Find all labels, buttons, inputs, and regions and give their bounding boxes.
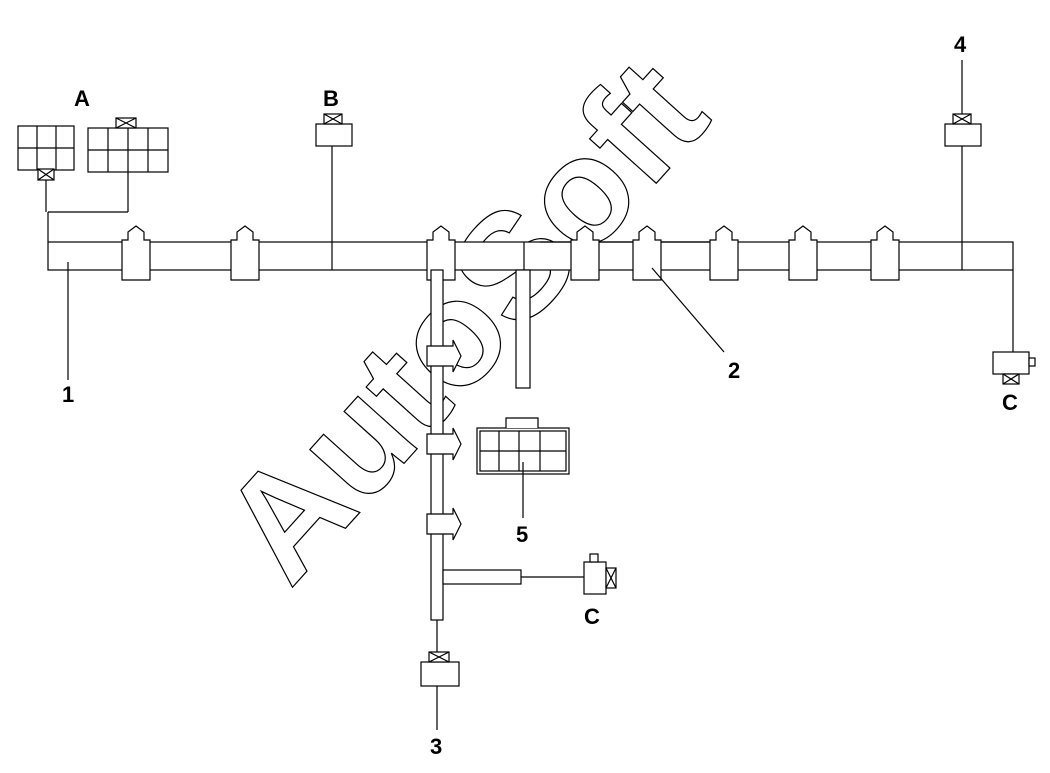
connector-4 (944, 60, 982, 270)
main-harness-clips (121, 225, 900, 281)
side-clip (426, 507, 462, 541)
side-clip (426, 339, 462, 373)
clip (230, 225, 260, 281)
connector-b (315, 113, 353, 242)
branch-3 (420, 269, 462, 730)
label-5: 5 (516, 522, 528, 547)
label-b: B (323, 86, 339, 111)
label-a: A (74, 86, 90, 111)
label-2: 2 (728, 358, 740, 383)
main-harness (47, 241, 1014, 271)
clip (121, 225, 151, 281)
leader-lines (67, 262, 725, 518)
connector-5 (476, 269, 570, 475)
clip (570, 225, 600, 281)
side-clip (426, 427, 462, 461)
watermark: AutoSoft (189, 29, 737, 612)
connector-a (17, 117, 169, 242)
label-1: 1 (62, 382, 74, 407)
clip (632, 225, 662, 281)
clip (709, 225, 739, 281)
label-c-bottom: C (584, 604, 600, 629)
label-4: 4 (954, 32, 967, 57)
label-3: 3 (430, 734, 442, 759)
connector-c-bottom (442, 553, 617, 595)
label-c-right: C (1002, 390, 1018, 415)
clip (870, 225, 900, 281)
clip (788, 225, 818, 281)
connector-c-right (992, 270, 1036, 385)
